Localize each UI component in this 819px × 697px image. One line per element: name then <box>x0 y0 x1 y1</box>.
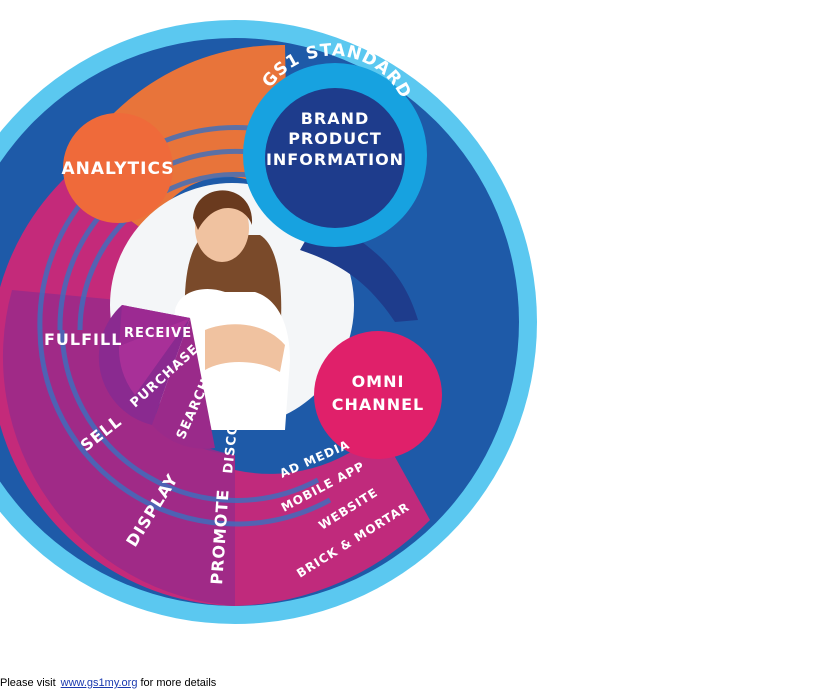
omni-line-1: OMNI <box>352 372 405 391</box>
analytics-circle <box>63 113 173 223</box>
inner-fan <box>98 305 215 449</box>
gs1-standards-diagram: GS1 STANDARDS BRAND PRODUCT INFORMATION … <box>0 20 537 624</box>
core-line-2: PRODUCT <box>288 129 382 148</box>
footer-suffix: for more details <box>140 677 217 689</box>
receive-label: RECEIVE <box>124 326 192 341</box>
fulfill-label: FULFILL <box>44 330 122 349</box>
core-line-3: INFORMATION <box>266 150 404 169</box>
core-line-1: BRAND <box>301 109 370 128</box>
purple-band <box>2 290 235 606</box>
gs1my-link[interactable]: www.gs1my.org <box>60 677 138 689</box>
footer-prefix: Please visit <box>0 677 56 689</box>
brand-core-circle <box>265 88 405 228</box>
omni-channel-circle <box>314 331 442 459</box>
analytics-label: ANALYTICS <box>62 159 175 179</box>
omni-line-2: CHANNEL <box>332 395 424 414</box>
woman-portrait <box>175 190 290 430</box>
channel-band <box>235 430 430 606</box>
